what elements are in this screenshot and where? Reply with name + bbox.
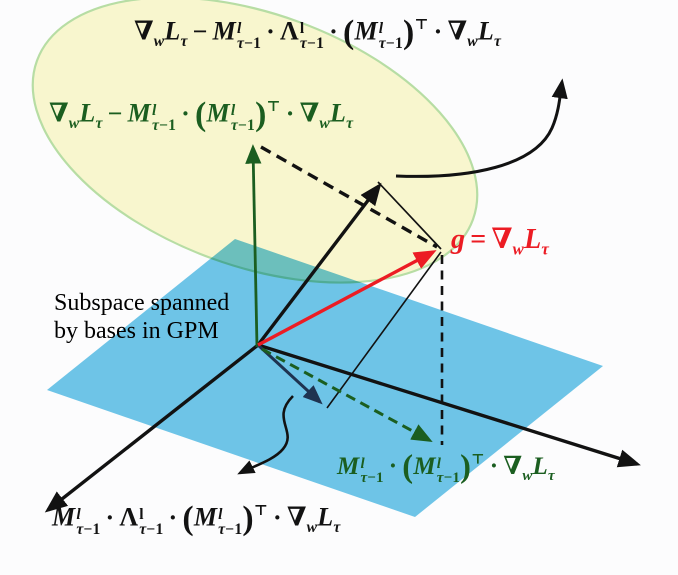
axis-left-arrow	[44, 343, 260, 513]
subspace-caption-line2: by bases in GPM	[54, 318, 219, 345]
triangle-edge-bottom-line	[326, 251, 442, 409]
scaled-residual-vector	[256, 182, 382, 347]
squiggle-arrow-to-bottom-formula	[237, 395, 294, 475]
axis-right-arrow	[257, 343, 641, 468]
gpm-subspace-plane	[47, 239, 603, 517]
gradient-space-ellipse	[31, 0, 479, 284]
curved-arrow-to-top-formula	[395, 78, 568, 178]
subspace-caption-line1: Subspace spanned	[54, 290, 230, 316]
gradient-g-label: g=∇wLτ	[451, 224, 550, 259]
triangle-edge-top-line	[377, 181, 442, 250]
gradient-vector-g	[257, 250, 437, 347]
green-residual-vector	[245, 144, 262, 348]
scaled-projection-vector	[256, 343, 323, 405]
residual-dashed-line	[260, 145, 438, 249]
subspace-caption: Subspace spanned by bases in GPM	[54, 289, 229, 345]
